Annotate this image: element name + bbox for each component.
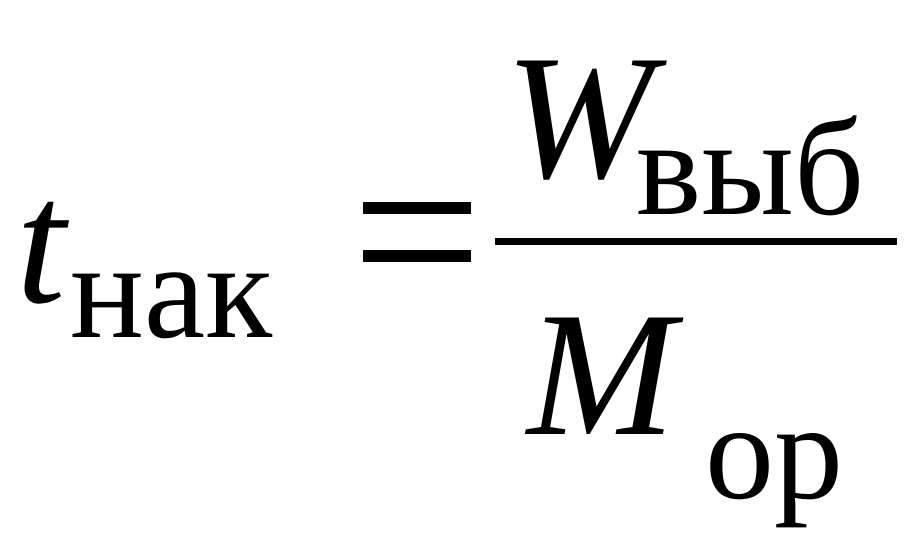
- denominator-variable: M: [527, 275, 676, 473]
- denominator-subscript: ор: [705, 375, 843, 528]
- equals-sign-top-bar: [363, 202, 471, 214]
- lhs-subscript: нак: [70, 214, 273, 367]
- lhs-variable: t: [16, 143, 66, 341]
- numerator-variable: W: [505, 18, 654, 216]
- equals-sign-bottom-bar: [363, 250, 471, 262]
- numerator-subscript: выб: [636, 91, 865, 244]
- fraction-bar: [495, 238, 897, 245]
